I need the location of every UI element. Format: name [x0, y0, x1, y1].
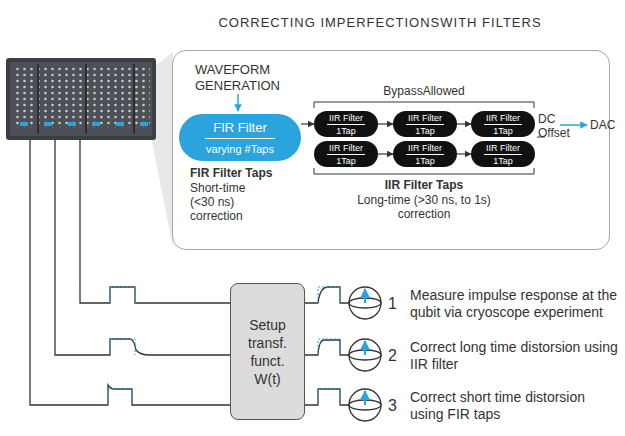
step-text: Measure impulse response at the qubit vi…	[410, 287, 622, 321]
diagram-title: CORRECTING IMPERFECTIONSWITH FILTERS	[170, 15, 590, 30]
iir-filter-box: IIR Filter1Tap	[314, 141, 378, 167]
node-text: IIR Filter	[406, 113, 444, 125]
node-text: FIR Filter	[205, 120, 274, 139]
transfer-function-box: Setup transf. funct. W(t)	[230, 283, 305, 420]
node-text: WAVEFORM GENERATION	[195, 62, 315, 94]
qubit-symbol	[349, 287, 381, 421]
node-text: 1Tap	[336, 125, 356, 136]
fir-filter-box: FIR Filtervarying #Taps	[179, 114, 301, 161]
callout-number: 2	[388, 346, 404, 365]
step-text: Correct short time distorsion using FIR …	[410, 389, 622, 423]
iir-filter-box: IIR Filter1Tap	[471, 111, 535, 137]
group-label: BypassAllowed	[364, 84, 484, 98]
node-text: Setup transf. funct. W(t)	[238, 316, 298, 388]
qubit-state-arrow	[364, 289, 366, 405]
iir-filter-box: IIR Filter1Tap	[471, 141, 535, 167]
node-text: 1Tap	[415, 125, 435, 136]
node-text: 1Tap	[336, 155, 356, 166]
signal-label: DAC	[590, 118, 622, 132]
callout-number: 3	[388, 396, 404, 415]
node-text: 1Tap	[415, 155, 435, 166]
note-text: Short-time (<30 ns) correction	[190, 181, 258, 223]
zoom-wedge	[150, 52, 173, 248]
section-heading: FIR Filter Taps	[190, 166, 310, 180]
iir-filter-box: IIR Filter1Tap	[393, 141, 457, 167]
note-text: Long-time (>30 ns, to 1s) correction	[344, 193, 504, 221]
node-text: varying #Taps	[206, 139, 274, 156]
iir-filter-box: IIR Filter1Tap	[393, 111, 457, 137]
node-text: IIR Filter	[327, 143, 365, 155]
section-heading: IIR Filter Taps	[344, 178, 504, 192]
node-text: IIR Filter	[484, 113, 522, 125]
ideal-pulse	[108, 287, 340, 405]
signal-label: DC Offset	[538, 112, 574, 140]
node-text: 1Tap	[493, 155, 513, 166]
node-text: IIR Filter	[406, 143, 444, 155]
iir-filter-box: IIR Filter1Tap	[314, 111, 378, 137]
node-text: 1Tap	[493, 125, 513, 136]
node-text: IIR Filter	[327, 113, 365, 125]
step-text: Correct long time distorsion using IIR f…	[410, 339, 622, 373]
node-text: IIR Filter	[484, 143, 522, 155]
instrument-illustration	[6, 58, 156, 140]
callout-number: 1	[388, 294, 404, 313]
